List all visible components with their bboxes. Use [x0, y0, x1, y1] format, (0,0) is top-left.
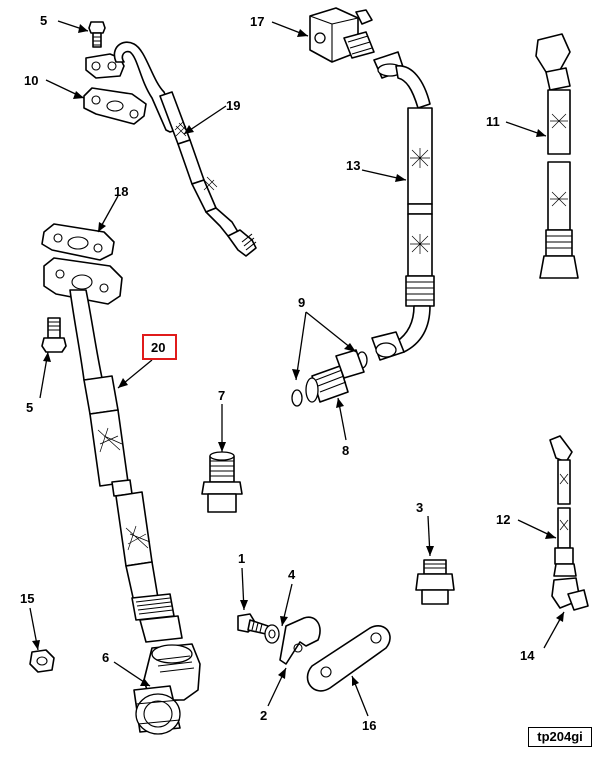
highlight-box	[142, 334, 177, 360]
hose-assembly-12[interactable]	[549, 435, 589, 611]
callout-17: 17	[250, 14, 264, 29]
callout-18: 18	[114, 184, 128, 199]
bracket-16[interactable]	[306, 625, 391, 692]
callout-16: 16	[362, 718, 376, 733]
callout-6: 6	[102, 650, 109, 665]
hose-assembly-13[interactable]	[371, 51, 435, 361]
bolt-top[interactable]	[88, 21, 106, 48]
callout-1: 1	[238, 551, 245, 566]
washer-4[interactable]	[264, 624, 280, 644]
lower-oil-tube[interactable]	[69, 289, 183, 643]
figure-id-label: tp204gi	[528, 727, 592, 747]
gasket-top[interactable]	[83, 87, 147, 125]
callout-9: 9	[298, 295, 305, 310]
bolt-lower[interactable]	[41, 317, 67, 353]
callout-7: 7	[218, 388, 225, 403]
leader-lines	[29, 20, 565, 717]
bolt-1[interactable]	[237, 613, 269, 635]
callout-14: 14	[520, 648, 535, 663]
callout-15: 15	[20, 591, 34, 606]
callout-5-lower: 5	[26, 400, 33, 415]
callout-19: 19	[226, 98, 240, 113]
callout-4: 4	[288, 567, 296, 582]
callout-10: 10	[24, 73, 38, 88]
connector-8[interactable]	[305, 349, 365, 403]
callout-labels: 5 10 19 18 5 20 6 15 7 17 13 9 8 11 12 1…	[20, 13, 535, 733]
callout-20: 20	[151, 340, 165, 355]
callout-8: 8	[342, 443, 349, 458]
elbow-fitting[interactable]	[133, 643, 201, 735]
callout-11: 11	[486, 114, 500, 129]
callout-13: 13	[346, 158, 360, 173]
adapter-fitting-7[interactable]	[201, 451, 243, 513]
upper-oil-tube[interactable]	[85, 41, 257, 257]
gasket-pair[interactable]	[41, 223, 123, 305]
nut[interactable]	[29, 649, 55, 673]
clamp-2[interactable]	[279, 616, 321, 665]
hose-assembly-11[interactable]	[535, 33, 579, 279]
callout-5-top: 5	[40, 13, 47, 28]
callout-12: 12	[496, 512, 510, 527]
callout-3: 3	[416, 500, 423, 515]
callout-2: 2	[260, 708, 267, 723]
junction-block[interactable]	[309, 7, 375, 63]
adapter-fitting-3[interactable]	[415, 559, 455, 605]
